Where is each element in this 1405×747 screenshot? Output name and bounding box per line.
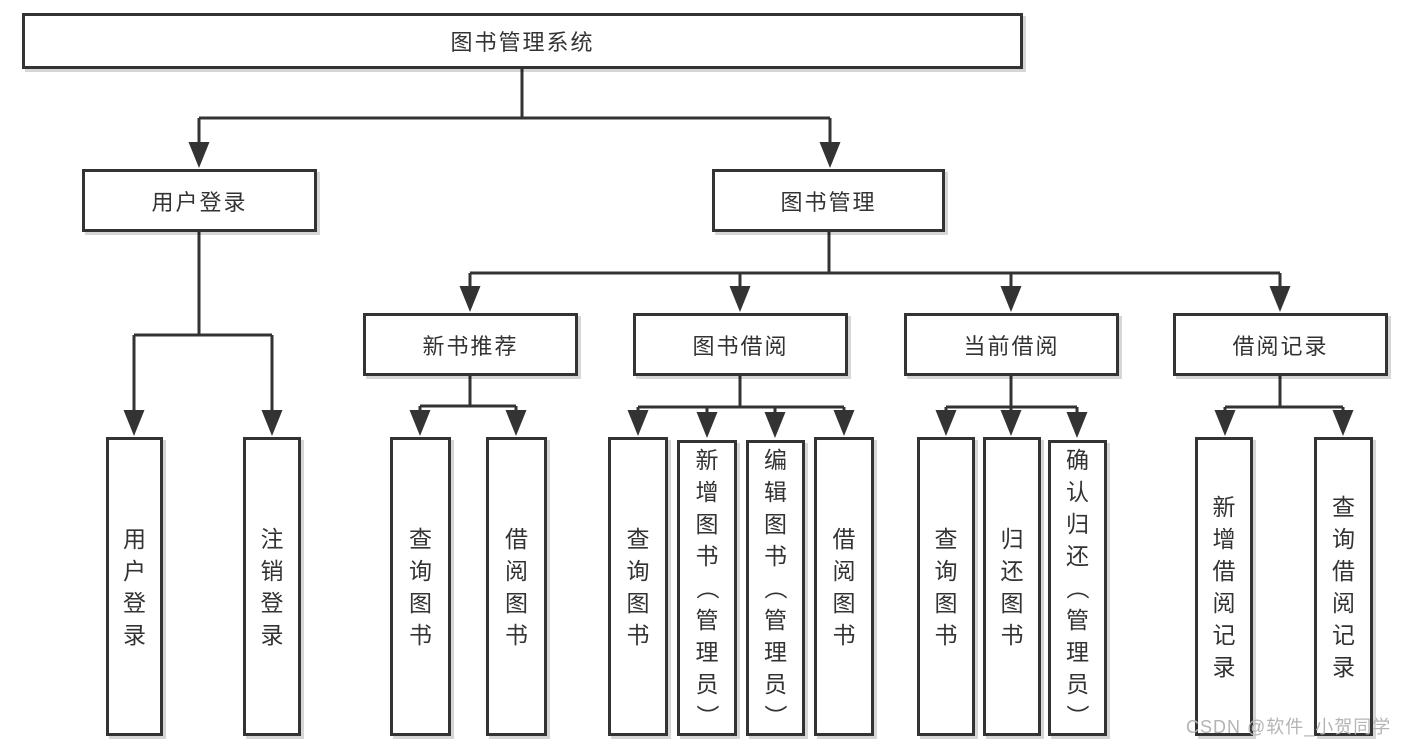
leaf-borrow-books-borrowing: 借阅图书 [814, 437, 874, 736]
leaf-borrow-books-recommend: 借阅图书 [486, 437, 547, 736]
leaf-add-book-admin: 新增图书（管理员） [677, 440, 737, 736]
node-new-book-recommend: 新书推荐 [363, 313, 578, 376]
node-borrowing-records: 借阅记录 [1173, 313, 1388, 376]
leaf-user-login: 用户登录 [106, 437, 163, 736]
node-book-borrowing: 图书借阅 [633, 313, 848, 376]
node-user-login: 用户登录 [82, 169, 317, 232]
node-book-management: 图书管理 [712, 169, 945, 232]
arrowheads [123, 142, 1354, 438]
leaf-query-books-current: 查询图书 [917, 437, 975, 736]
leaf-query-books-borrowing: 查询图书 [608, 437, 668, 736]
node-current-borrowing: 当前借阅 [904, 313, 1119, 376]
leaf-add-borrow-record: 新增借阅记录 [1195, 437, 1253, 736]
leaf-return-books: 归还图书 [983, 437, 1041, 736]
leaf-logout: 注销登录 [243, 437, 301, 736]
node-library-system: 图书管理系统 [22, 13, 1023, 69]
leaf-query-books-recommend: 查询图书 [390, 437, 451, 736]
leaf-query-borrow-record: 查询借阅记录 [1314, 437, 1373, 736]
watermark: CSDN @软件_小贺同学 [1186, 717, 1392, 737]
leaf-edit-book-admin: 编辑图书（管理员） [746, 440, 805, 736]
leaf-confirm-return-admin: 确认归还（管理员） [1048, 440, 1107, 736]
